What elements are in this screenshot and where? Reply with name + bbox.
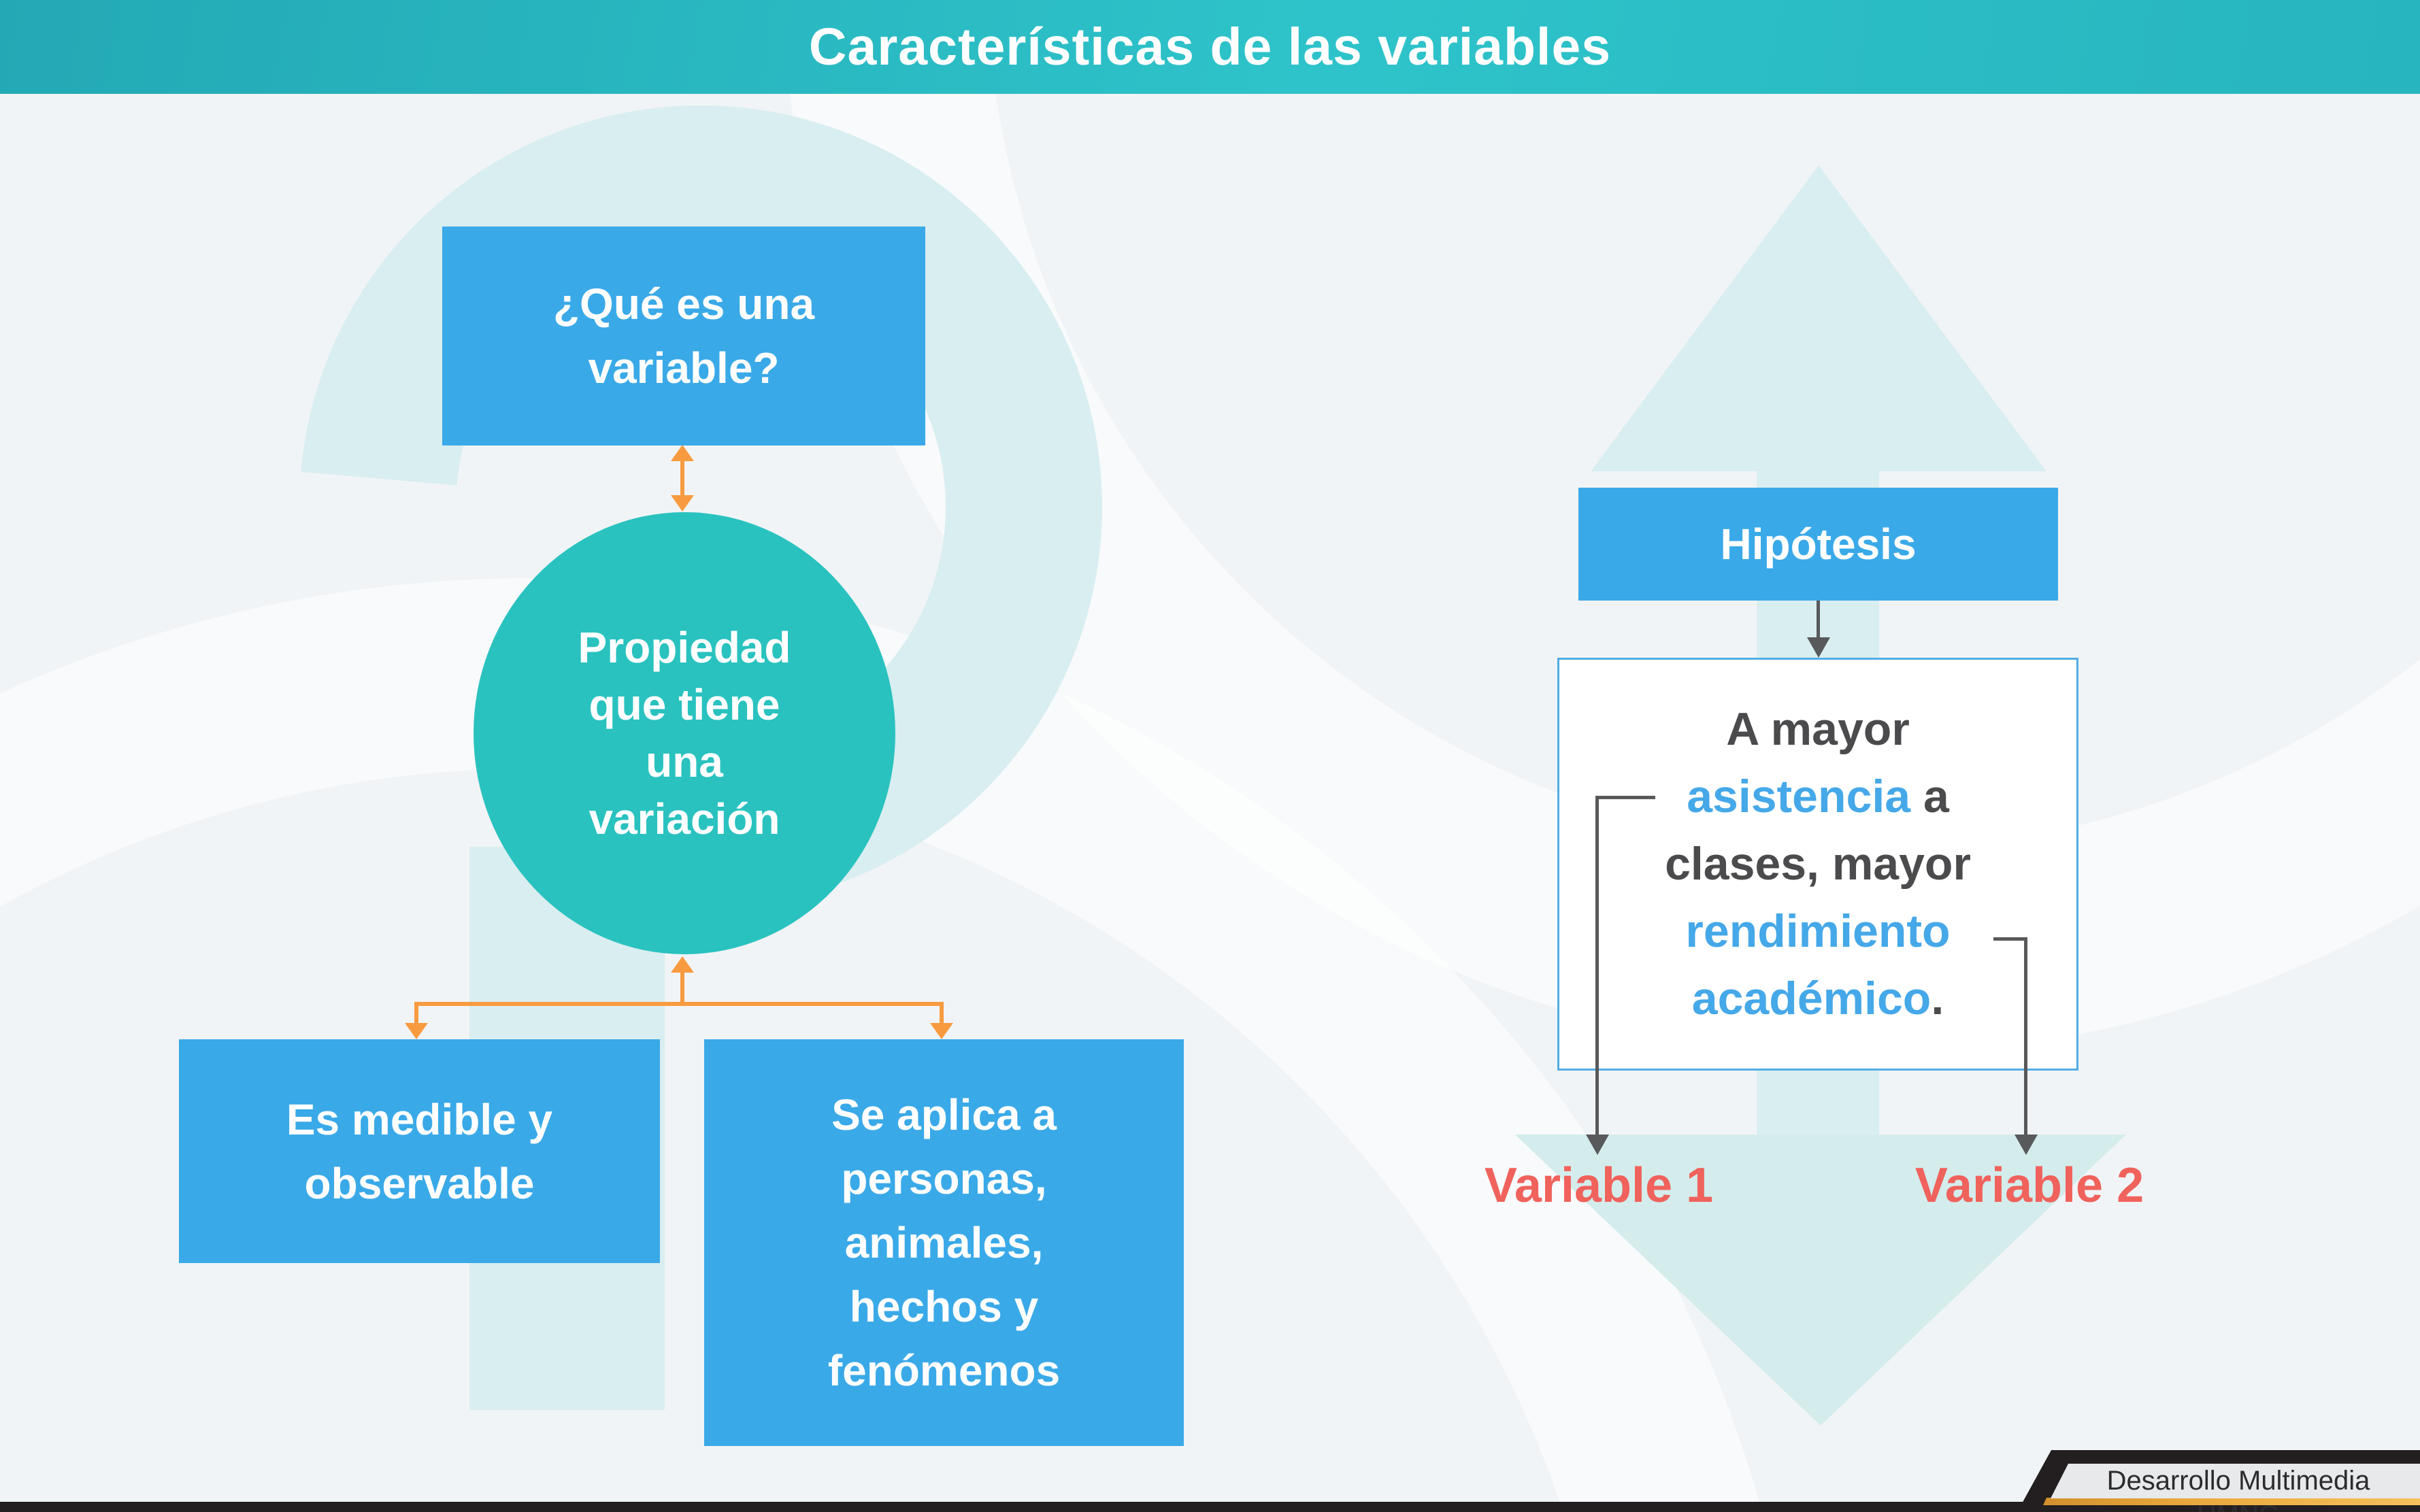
- statement-text: clases, mayor: [1665, 838, 1971, 890]
- box-text-line: hechos y: [849, 1282, 1039, 1331]
- statement-line: clases, mayor: [1665, 830, 1971, 898]
- arrow-down-icon: [405, 1023, 428, 1039]
- background-down-arrow-icon: [1515, 1135, 2126, 1426]
- box-text-line: variable?: [588, 343, 780, 392]
- arrow-shaft: [680, 457, 684, 498]
- box-text-line: Hipótesis: [1720, 520, 1917, 569]
- definition-circle: Propiedad que tiene una variación: [474, 512, 895, 954]
- branch-horizontal-line: [416, 1002, 942, 1006]
- statement-line: rendimiento: [1685, 898, 1950, 965]
- arrow-down-icon: [671, 495, 694, 511]
- footer-badge-band: [2051, 1464, 2420, 1498]
- variable1-keyword: asistencia: [1687, 771, 1911, 822]
- hypothesis-statement-box: A mayor asistencia a clases, mayor rendi…: [1557, 658, 2078, 1071]
- footer-credit: Desarrollo Multimedia UMNG: [2106, 1466, 2370, 1512]
- connector-horizontal: [1993, 937, 2027, 941]
- connector-horizontal: [1595, 796, 1655, 799]
- box-text-line: Se aplica a: [831, 1090, 1057, 1139]
- footer-gold-stripe: [2043, 1498, 2420, 1505]
- statement-line: asistencia a: [1687, 763, 1949, 830]
- variable2-keyword: rendimiento: [1685, 905, 1951, 957]
- circle-text-line: una: [646, 737, 723, 786]
- circle-text-line: variación: [589, 794, 780, 843]
- connector-vertical: [2024, 937, 2027, 1137]
- page-title: Características de las variables: [808, 18, 1612, 76]
- statement-text: A mayor: [1726, 703, 1910, 755]
- background-up-arrow-icon: [1591, 165, 2046, 471]
- circle-text-line: Propiedad: [578, 623, 791, 672]
- branch-left-drop: [414, 1002, 418, 1026]
- arrow-down-icon: [1586, 1135, 1609, 1155]
- box-text-line: ¿Qué es una: [552, 280, 815, 329]
- what-is-variable-box: ¿Qué es una variable?: [442, 226, 925, 446]
- hipotesis-box: Hipótesis: [1578, 488, 2058, 601]
- box-text-line: animales,: [844, 1218, 1044, 1267]
- box-text-line: personas,: [841, 1154, 1047, 1203]
- arrow-down-icon: [1807, 637, 1830, 658]
- arrow-shaft: [1817, 601, 1820, 639]
- variable-2-label: Variable 2: [1915, 1158, 2144, 1213]
- aplica-box: Se aplica a personas, animales, hechos y…: [704, 1039, 1184, 1446]
- box-text-line: fenómenos: [827, 1346, 1061, 1395]
- branch-vertical-shaft: [680, 970, 684, 1004]
- variable-1-label: Variable 1: [1484, 1158, 1714, 1213]
- statement-line: académico.: [1692, 965, 1944, 1032]
- box-text-line: observable: [304, 1158, 535, 1208]
- bottom-bar: [0, 1502, 2420, 1512]
- medible-box: Es medible y observable: [179, 1039, 660, 1263]
- box-text-line: Es medible y: [286, 1094, 553, 1144]
- arrow-down-icon: [930, 1023, 953, 1039]
- statement-text: a: [1910, 771, 1949, 822]
- title-bar: Características de las variables: [0, 0, 2420, 94]
- arrow-down-icon: [2015, 1135, 2038, 1155]
- circle-text-line: que tiene: [589, 680, 780, 729]
- connector-vertical: [1595, 796, 1599, 1137]
- variable2-keyword: académico: [1691, 973, 1932, 1024]
- statement-line: A mayor: [1726, 696, 1910, 763]
- statement-text: .: [1931, 973, 1944, 1024]
